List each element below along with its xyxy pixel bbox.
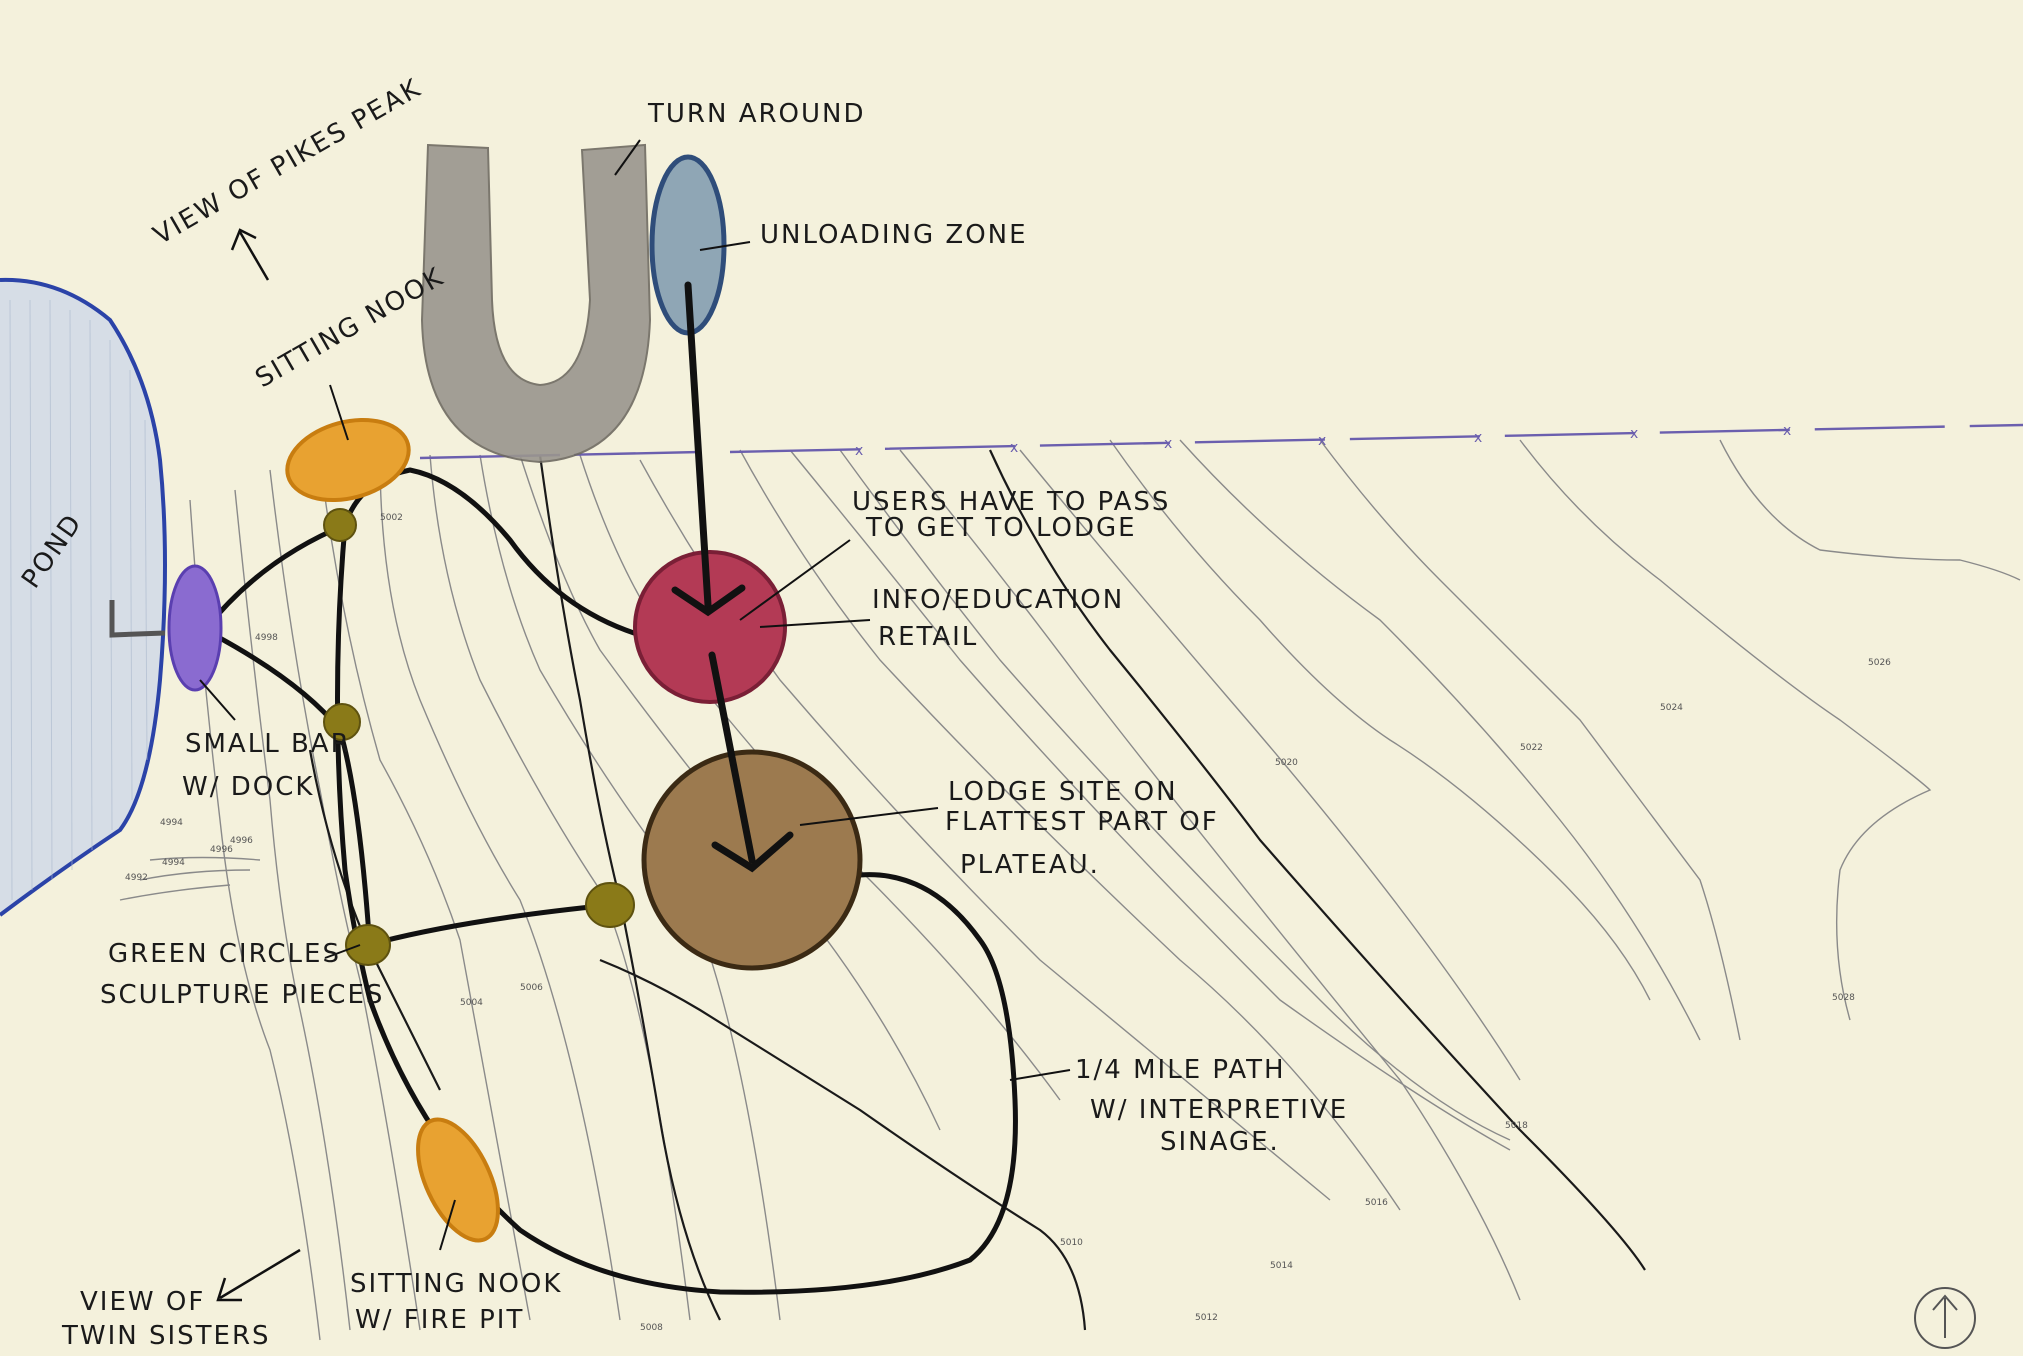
contour-label: 5004: [460, 998, 483, 1008]
contour-label: 5012: [1195, 1313, 1218, 1323]
svg-text:x: x: [1783, 423, 1791, 439]
contour-label: 5018: [1505, 1121, 1528, 1131]
svg-text:x: x: [1010, 440, 1018, 456]
contour-label: 4994: [160, 818, 183, 828]
sculpture-piece: [324, 509, 356, 541]
contour-label: 5010: [1060, 1238, 1083, 1248]
turnaround-loop: [422, 145, 650, 462]
svg-text:x: x: [1474, 430, 1482, 446]
contour-lines: [120, 440, 2020, 1340]
sculpture-piece: [346, 925, 390, 965]
arrow-up-icon: [232, 230, 268, 280]
north-arrow-icon: [1915, 1288, 1975, 1348]
contour-label: 5020: [1275, 758, 1298, 768]
contour-label: 5024: [1660, 703, 1683, 713]
property-line-markers: x x x x x x x: [855, 423, 1791, 459]
label-green-1: GREEN CIRCLES: [108, 939, 341, 969]
label-users-2: TO GET TO LODGE: [865, 513, 1137, 543]
contour-label: 4996: [210, 845, 233, 855]
svg-text:x: x: [1630, 426, 1638, 442]
small-bar: [169, 566, 221, 690]
arrow-down-left-icon: [218, 1250, 300, 1300]
contour-label: 5002: [380, 513, 403, 523]
label-sitting-nook-bottom-1: SITTING NOOK: [350, 1269, 562, 1299]
svg-text:x: x: [855, 443, 863, 459]
contour-label: 5014: [1270, 1261, 1293, 1271]
label-unloading-zone: UNLOADING ZONE: [760, 220, 1028, 250]
contour-label: 4998: [255, 633, 278, 643]
contour-label: 4994: [162, 858, 185, 868]
label-info-1: INFO/EDUCATION: [872, 585, 1124, 615]
contour-label: 5016: [1365, 1198, 1388, 1208]
label-lodge-2: FLATTEST PART OF: [945, 807, 1219, 837]
contour-label: 5022: [1520, 743, 1543, 753]
contour-label: 5006: [520, 983, 543, 993]
sitting-nook-top: [278, 407, 417, 513]
label-path-3: SINAGE.: [1160, 1127, 1280, 1157]
contour-labels: 4992 4994 4996 4994 4996 4998 5000 5002 …: [125, 493, 1891, 1333]
sitting-nook-bottom: [402, 1108, 515, 1253]
label-small-bar-2: W/ DOCK: [182, 772, 314, 802]
label-info-2: RETAIL: [878, 622, 978, 652]
contour-label: 4992: [125, 873, 148, 883]
contour-label: 5008: [640, 1323, 663, 1333]
sculpture-pieces: [324, 509, 634, 965]
contour-label: 4996: [230, 836, 253, 846]
label-green-2: SCULPTURE PIECES: [100, 980, 384, 1010]
pond: [0, 280, 165, 915]
label-sitting-nook-bottom-2: W/ FIRE PIT: [355, 1305, 524, 1335]
sculpture-piece: [586, 883, 634, 927]
contour-index-lines: [310, 450, 1645, 1330]
label-lodge-1: LODGE SITE ON: [948, 777, 1178, 807]
label-turn-around: TURN AROUND: [647, 99, 866, 129]
label-sitting-nook-top: SITTING NOOK: [251, 262, 450, 394]
label-view-twin-2: TWIN SISTERS: [61, 1321, 271, 1351]
label-path-1: 1/4 MILE PATH: [1075, 1055, 1286, 1085]
contour-label: 5028: [1832, 993, 1855, 1003]
svg-text:x: x: [1164, 436, 1172, 452]
label-lodge-3: PLATEAU.: [960, 850, 1100, 880]
svg-text:x: x: [1318, 433, 1326, 449]
label-small-bar-1: SMALL BAR: [185, 729, 351, 759]
contour-label: 5026: [1868, 658, 1891, 668]
label-path-2: W/ INTERPRETIVE: [1090, 1095, 1348, 1125]
label-view-twin-1: VIEW OF: [80, 1287, 205, 1317]
label-view-pikes-peak: VIEW OF PIKES PEAK: [149, 73, 427, 251]
